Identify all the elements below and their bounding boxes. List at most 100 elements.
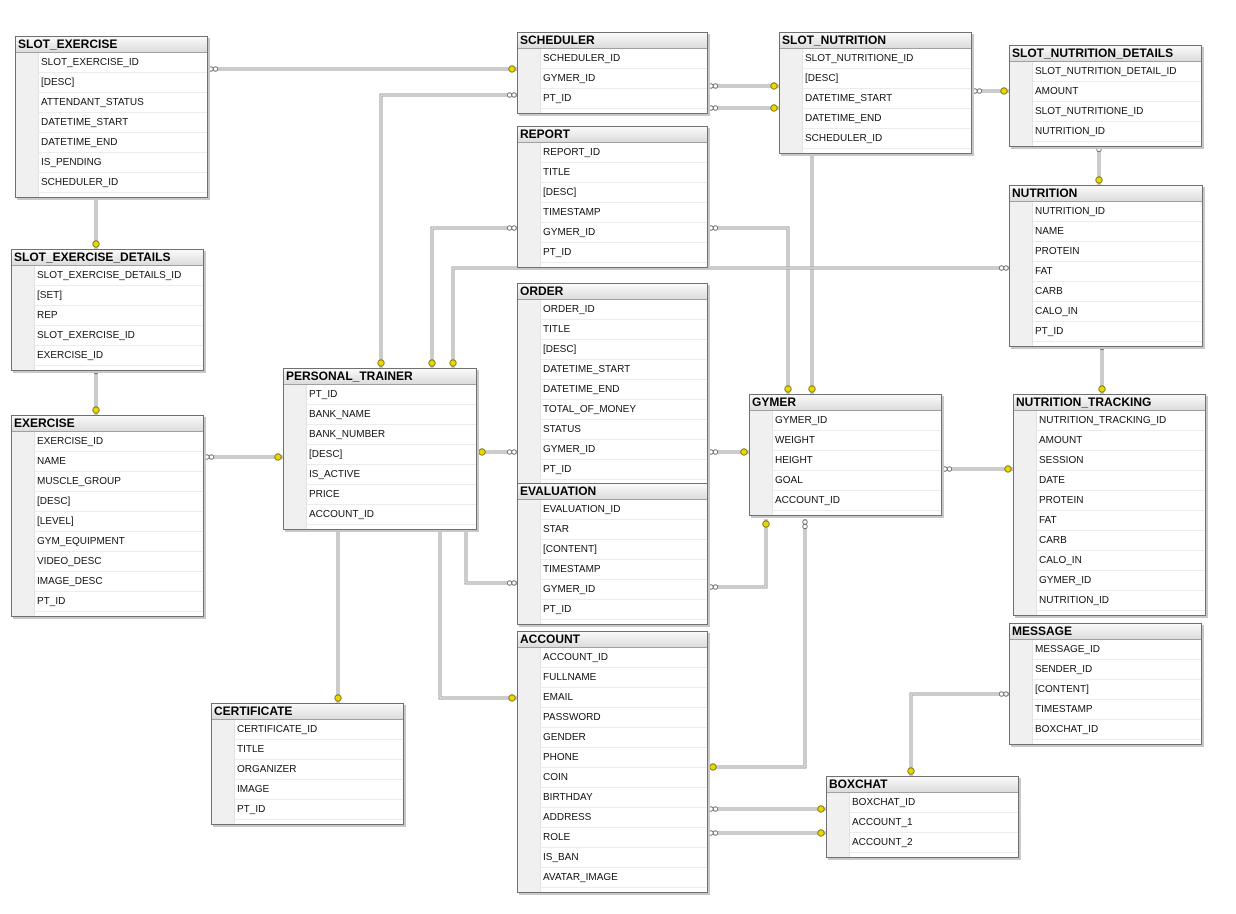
relationship-line[interactable]: [449, 265, 1009, 368]
relationship-line[interactable]: [907, 691, 1009, 776]
column-row[interactable]: VIDEO_DESC: [35, 552, 203, 572]
column-row[interactable]: PT_ID: [541, 600, 707, 620]
column-row[interactable]: TIMESTAMP: [541, 203, 707, 223]
relationship-line[interactable]: [708, 104, 779, 112]
relationship-line[interactable]: [708, 519, 770, 590]
column-row[interactable]: IMAGE: [235, 780, 403, 800]
table-title[interactable]: SLOT_EXERCISE: [16, 37, 207, 53]
column-row[interactable]: PT_ID: [35, 592, 203, 612]
column-row[interactable]: DATETIME_START: [803, 89, 971, 109]
column-row[interactable]: BANK_NAME: [307, 405, 476, 425]
column-row[interactable]: GYMER_ID: [773, 411, 941, 431]
column-row[interactable]: NUTRITION_TRACKING_ID: [1037, 411, 1205, 431]
column-row[interactable]: GYM_EQUIPMENT: [35, 532, 203, 552]
relationship-line[interactable]: [334, 522, 342, 703]
column-row[interactable]: TIMESTAMP: [1033, 700, 1201, 720]
column-row[interactable]: GYMER_ID: [541, 440, 707, 460]
column-row[interactable]: SENDER_ID: [1033, 660, 1201, 680]
column-row[interactable]: NAME: [35, 452, 203, 472]
table-title[interactable]: SLOT_NUTRITION: [780, 33, 971, 49]
column-row[interactable]: SESSION: [1037, 451, 1205, 471]
column-row[interactable]: IS_ACTIVE: [307, 465, 476, 485]
column-row[interactable]: [CONTENT]: [1033, 680, 1201, 700]
column-row[interactable]: BIRTHDAY: [541, 788, 707, 808]
table-title[interactable]: CERTIFICATE: [212, 704, 403, 720]
column-row[interactable]: [DESC]: [39, 73, 207, 93]
column-row[interactable]: BANK_NUMBER: [307, 425, 476, 445]
column-row[interactable]: NUTRITION_ID: [1033, 122, 1201, 142]
column-row[interactable]: BOXCHAT_ID: [1033, 720, 1201, 740]
column-row[interactable]: [DESC]: [35, 492, 203, 512]
relationship-line[interactable]: [92, 364, 100, 415]
column-row[interactable]: STATUS: [541, 420, 707, 440]
column-row[interactable]: STAR: [541, 520, 707, 540]
column-row[interactable]: MUSCLE_GROUP: [35, 472, 203, 492]
table-title[interactable]: BOXCHAT: [827, 777, 1018, 793]
column-row[interactable]: SLOT_EXERCISE_ID: [39, 53, 207, 73]
column-row[interactable]: PRICE: [307, 485, 476, 505]
table-title[interactable]: MESSAGE: [1010, 624, 1201, 640]
relationship-line[interactable]: [428, 225, 517, 368]
relationship-line[interactable]: [708, 519, 808, 771]
column-row[interactable]: FULLNAME: [541, 668, 707, 688]
column-row[interactable]: COIN: [541, 768, 707, 788]
column-row[interactable]: ADDRESS: [541, 808, 707, 828]
column-row[interactable]: NUTRITION_ID: [1033, 202, 1202, 222]
table-title[interactable]: GYMER: [750, 395, 941, 411]
column-row[interactable]: NAME: [1033, 222, 1202, 242]
column-row[interactable]: CARB: [1037, 531, 1205, 551]
column-row[interactable]: FAT: [1037, 511, 1205, 531]
column-row[interactable]: ROLE: [541, 828, 707, 848]
column-row[interactable]: PT_ID: [307, 385, 476, 405]
column-row[interactable]: SCHEDULER_ID: [803, 129, 971, 149]
table-title[interactable]: ORDER: [518, 284, 707, 300]
column-row[interactable]: [CONTENT]: [541, 540, 707, 560]
column-row[interactable]: GENDER: [541, 728, 707, 748]
column-row[interactable]: NUTRITION_ID: [1037, 591, 1205, 611]
relationship-line[interactable]: [477, 448, 517, 456]
column-row[interactable]: PT_ID: [235, 800, 403, 820]
column-row[interactable]: TOTAL_OF_MONEY: [541, 400, 707, 420]
column-row[interactable]: IMAGE_DESC: [35, 572, 203, 592]
relationship-line[interactable]: [808, 146, 816, 394]
column-row[interactable]: PASSWORD: [541, 708, 707, 728]
relationship-line[interactable]: [708, 225, 792, 394]
column-row[interactable]: CARB: [1033, 282, 1202, 302]
relationship-line[interactable]: [437, 522, 517, 702]
column-row[interactable]: BOXCHAT_ID: [850, 793, 1018, 813]
relationship-line[interactable]: [204, 453, 283, 461]
column-row[interactable]: PHONE: [541, 748, 707, 768]
column-row[interactable]: EXERCISE_ID: [35, 432, 203, 452]
relationship-line[interactable]: [1095, 142, 1103, 185]
column-row[interactable]: PT_ID: [541, 460, 707, 480]
column-row[interactable]: [DESC]: [541, 340, 707, 360]
column-row[interactable]: SLOT_NUTRITION_DETAIL_ID: [1033, 62, 1201, 82]
column-row[interactable]: ATTENDANT_STATUS: [39, 93, 207, 113]
column-row[interactable]: AMOUNT: [1037, 431, 1205, 451]
column-row[interactable]: PT_ID: [541, 89, 707, 109]
relationship-line[interactable]: [708, 448, 749, 456]
column-row[interactable]: DATETIME_END: [39, 133, 207, 153]
column-row[interactable]: AMOUNT: [1033, 82, 1201, 102]
table-title[interactable]: PERSONAL_TRAINER: [284, 369, 476, 385]
table-title[interactable]: NUTRITION: [1010, 186, 1202, 202]
relationship-line[interactable]: [377, 92, 517, 368]
relationship-line[interactable]: [942, 465, 1013, 473]
column-row[interactable]: SLOT_NUTRITIONE_ID: [1033, 102, 1201, 122]
column-row[interactable]: CALO_IN: [1037, 551, 1205, 571]
column-row[interactable]: CERTIFICATE_ID: [235, 720, 403, 740]
column-row[interactable]: [SET]: [35, 286, 203, 306]
relationship-line[interactable]: [708, 829, 826, 837]
column-row[interactable]: TITLE: [541, 163, 707, 183]
column-row[interactable]: EXERCISE_ID: [35, 346, 203, 366]
column-row[interactable]: DATETIME_END: [803, 109, 971, 129]
column-row[interactable]: [LEVEL]: [35, 512, 203, 532]
